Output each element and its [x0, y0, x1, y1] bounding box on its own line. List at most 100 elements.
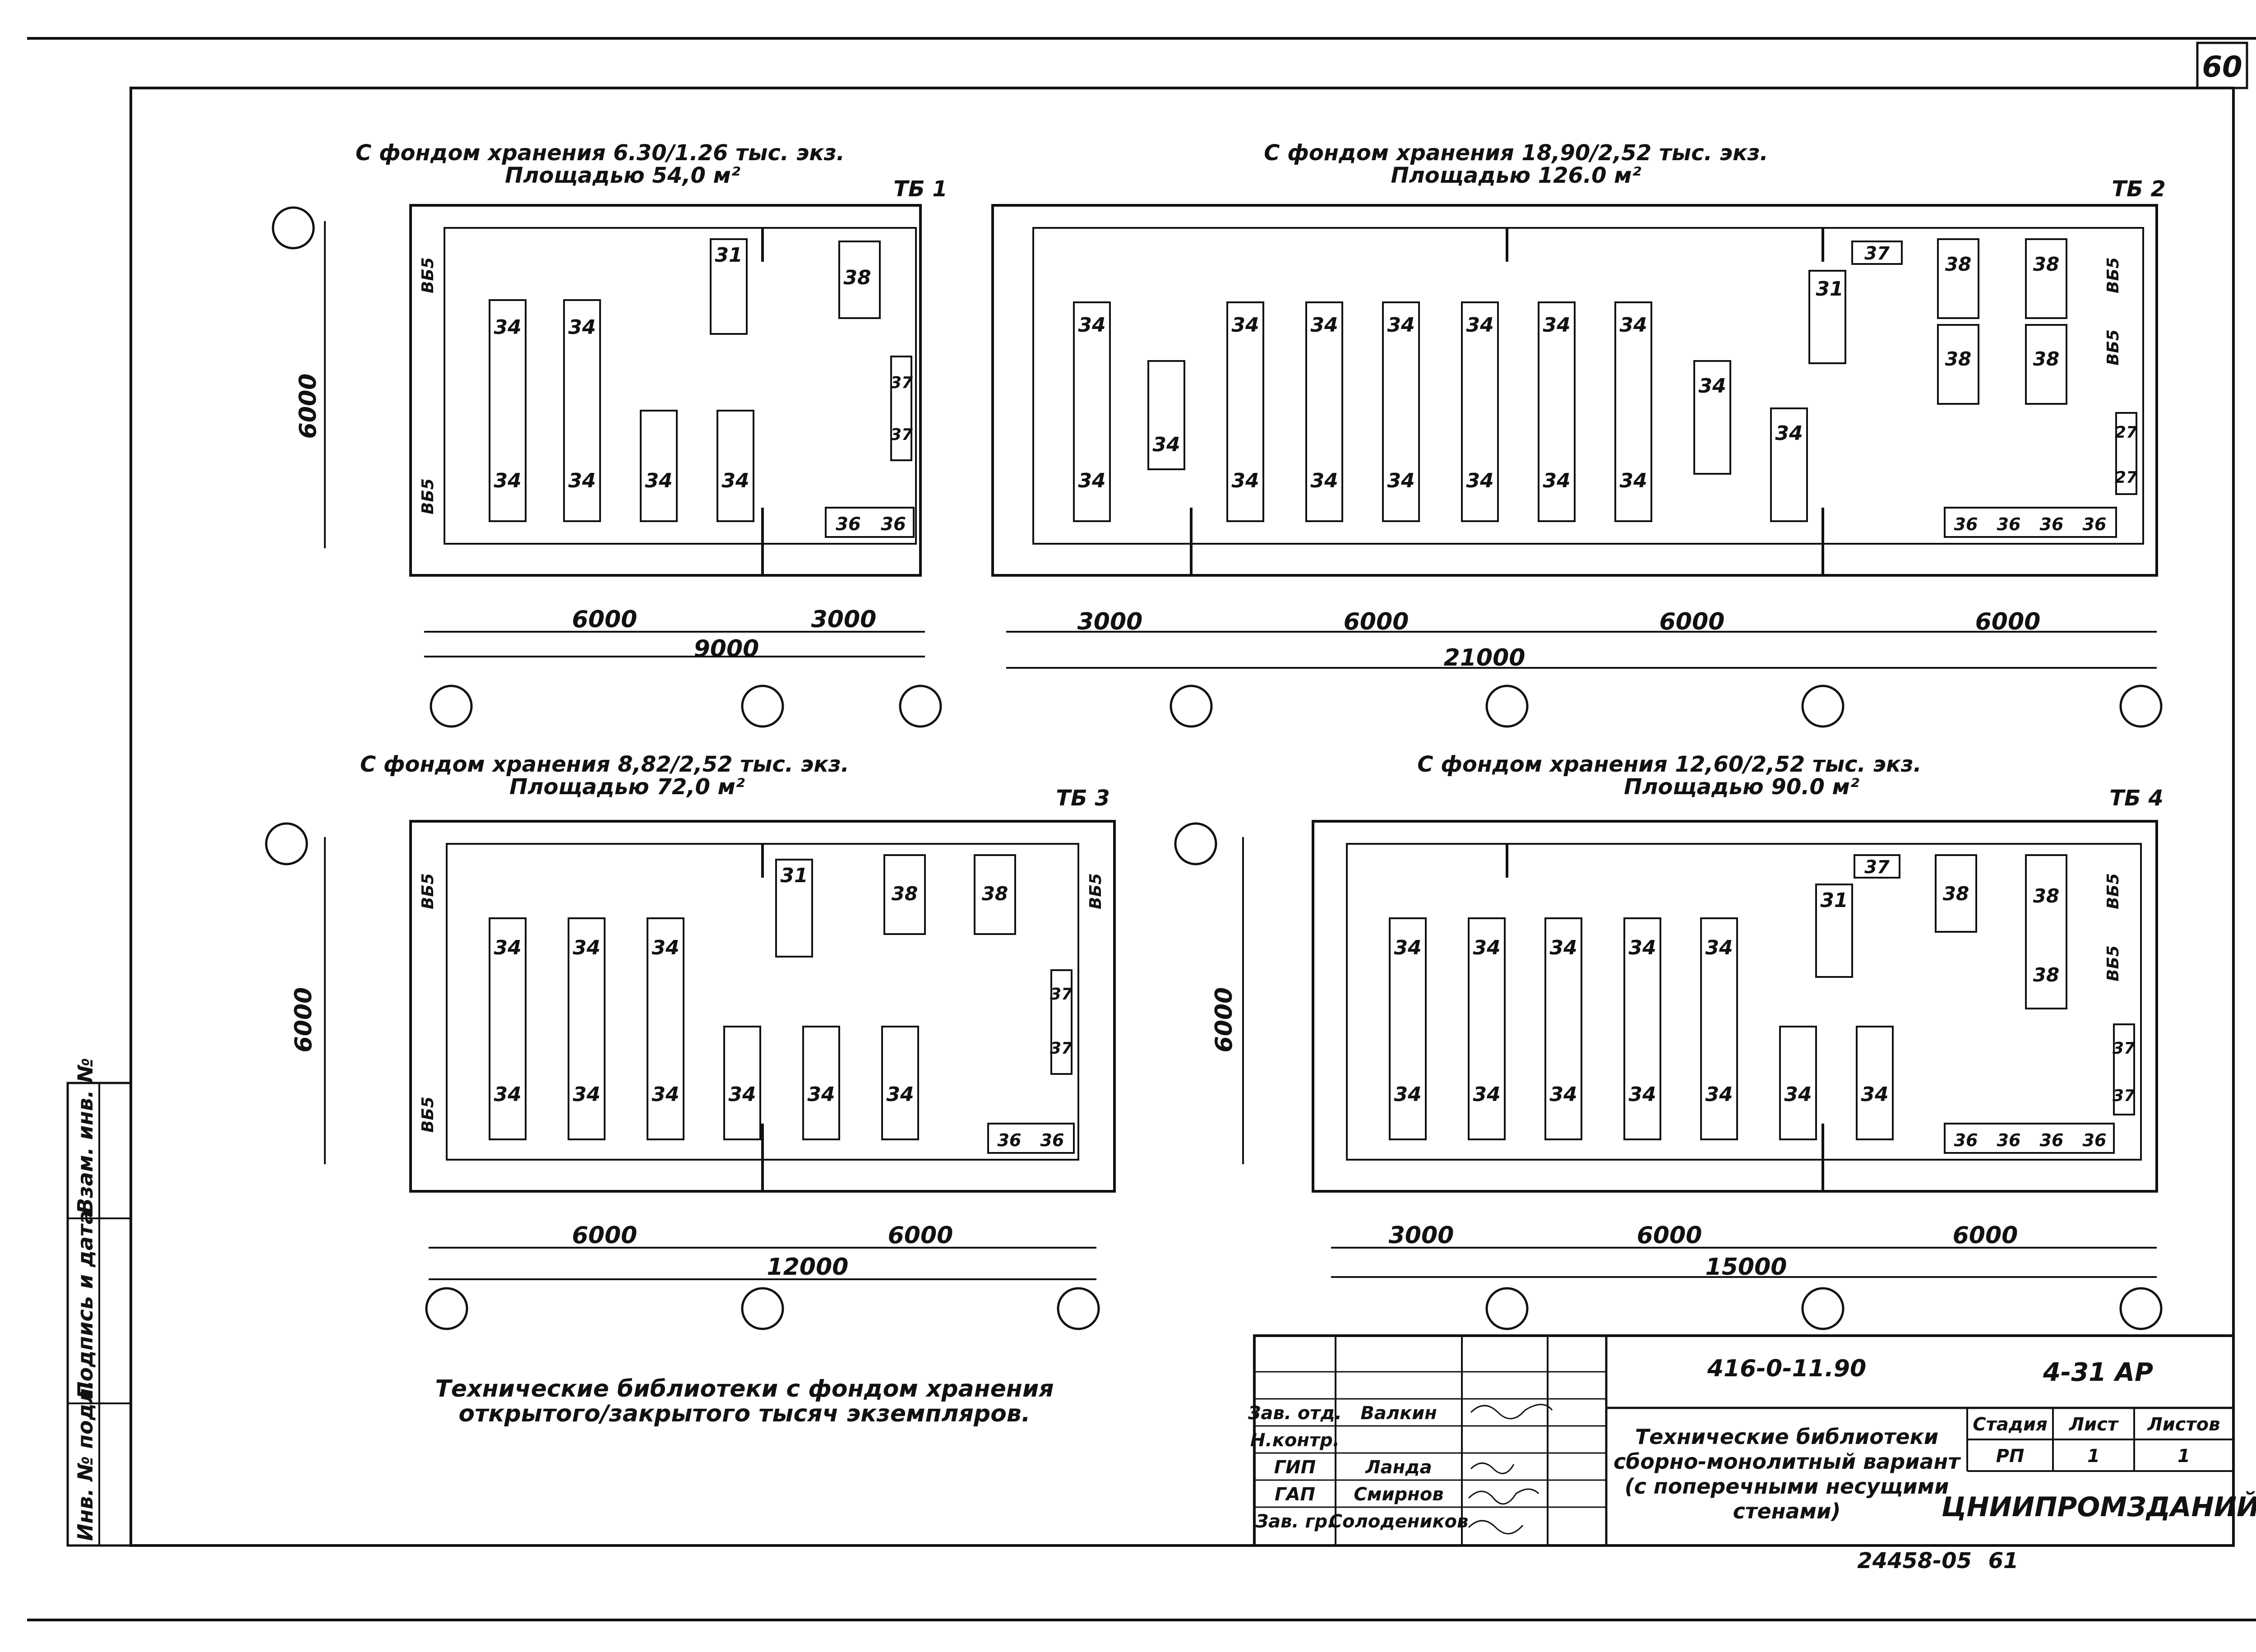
rack-label: 34 [1549, 936, 1577, 959]
plan-title: С фондом хранения 18,90/2,52 тыс. экз. [1264, 140, 1768, 166]
rack-label: 34 [645, 469, 672, 492]
role-label: Зав. отд. [1248, 1403, 1342, 1424]
rack-label: 34 [494, 316, 521, 339]
grid-axis-marker [1801, 1287, 1845, 1330]
sheet-value: 1 [2087, 1446, 2100, 1467]
cabinet-label: 37 [1050, 985, 1073, 1004]
rack-label: 34 [1543, 469, 1570, 492]
rack-label: 34 [886, 1083, 914, 1106]
table-label: 38 [2033, 885, 2059, 907]
rack-group: 34 34 34 34 34 34 [489, 299, 754, 522]
rack-label: 34 [1078, 469, 1105, 492]
rack-label: 34 [1231, 469, 1259, 492]
rack-label: 34 [652, 1083, 679, 1106]
rack-label: 34 [494, 469, 521, 492]
table-label: 38 [982, 883, 1008, 905]
drawing-title: (с поперечными несущими [1625, 1474, 1949, 1499]
rack-label: 34 [1698, 375, 1726, 398]
wall-panel-label: ВБ5 [419, 478, 437, 514]
plan-subtitle: Площадью 90.0 м² [1624, 774, 1859, 800]
span-dimension: 3000 [1077, 608, 1143, 635]
grid-axis-marker [1057, 1287, 1100, 1330]
signer-name: Солодеников [1329, 1511, 1469, 1532]
span-dimension: 3000 [1389, 1222, 1454, 1249]
rack-label: 34 [1705, 936, 1733, 959]
span-dimension: 3000 [811, 606, 877, 633]
sheet-code: 4-31 АР [2043, 1358, 2153, 1387]
counter-label: 36 [1997, 514, 2021, 534]
rack-group: 34 34 34 34 34 34 34 34 34 34 34 34 34 3… [1073, 301, 1808, 522]
rack-label: 34 [1549, 1083, 1577, 1106]
rack-label: 34 [721, 469, 749, 492]
total-dimension: 12000 [767, 1254, 849, 1281]
counter-label: 36 [1040, 1130, 1064, 1150]
rack-label: 34 [1628, 936, 1656, 959]
table-label: 38 [1945, 253, 1971, 275]
counter-label: 36 [2083, 514, 2107, 534]
role-label: ГИП [1274, 1457, 1316, 1478]
drawing-title: сборно-монолитный вариант [1613, 1449, 1961, 1474]
signer-name: Валкин [1360, 1403, 1437, 1424]
title-block: Зав. отд. Н.контр. ГИП ГАП Зав. гр. Валк… [1248, 1334, 2256, 1547]
rack-label: 34 [1784, 1083, 1812, 1106]
side-stamp: Инв. № подл. Подпись и дата Взам. инв. № [66, 1058, 132, 1547]
span-dimension: 6000 [1344, 608, 1409, 635]
counter-label: 36 [1997, 1130, 2021, 1150]
outer-wall [1312, 820, 2158, 1193]
frame [129, 87, 2235, 1547]
wall-panel-label: ВБ5 [419, 257, 437, 293]
plan-tb3: С фондом хранения 8,82/2,52 тыс. экз. Пл… [265, 752, 1116, 1330]
rack-group: 34 34 34 34 34 34 34 34 34 34 34 34 [1389, 917, 1894, 1140]
counter-label: 36 [836, 514, 861, 535]
signer-name: Смирнов [1354, 1484, 1443, 1505]
sheet-caption: Технические библиотеки с фондом хранения [435, 1375, 1054, 1402]
desk-label: 31 [1820, 889, 1848, 912]
stamp-signature-label: Подпись и дата [73, 1210, 97, 1399]
counter-label: 36 [1954, 1130, 1978, 1150]
cabinet-label: 37 [1864, 857, 1890, 878]
cabinet-label: 37 [890, 374, 913, 392]
wall-panel-label: ВБ5 [2104, 257, 2122, 293]
cabinet-label: 37 [2113, 1039, 2135, 1058]
rack-label: 34 [1387, 469, 1415, 492]
grid-axis-marker [2119, 1287, 2163, 1330]
plan-subtitle: Площадью 54,0 м² [505, 163, 740, 188]
table-label: 38 [1943, 883, 1969, 905]
plan-tag: ТБ 2 [2112, 176, 2165, 202]
rack-label: 34 [1310, 469, 1338, 492]
span-dimension: 6000 [1975, 608, 2041, 635]
rack-label: 34 [1705, 1083, 1733, 1106]
page-number-box [2196, 42, 2248, 89]
span-dimension: 6000 [1637, 1222, 1702, 1249]
cabinet-label: 37 [890, 426, 913, 444]
grid-axis-marker [1174, 822, 1217, 865]
rack-label: 34 [1310, 314, 1338, 337]
total-dimension: 21000 [1444, 644, 1526, 671]
rack-label: 34 [1466, 469, 1493, 492]
archive-page: 61 [1988, 1548, 2019, 1573]
cabinet-label: 27 [2115, 423, 2137, 442]
inner-wall [1346, 843, 2142, 1161]
inner-wall [1032, 227, 2144, 545]
rack-label: 34 [1078, 314, 1105, 337]
wall-panel-label: ВБ5 [2104, 329, 2122, 366]
rack-label: 34 [1619, 469, 1647, 492]
rack-label: 34 [728, 1083, 756, 1106]
organization-name: ЦНИИПРОМЗДАНИЙ [1942, 1491, 2256, 1523]
rack-group: 34 34 34 34 34 34 34 34 34 [489, 917, 919, 1140]
outer-wall [409, 204, 922, 577]
cabinet-label: 27 [2115, 468, 2137, 487]
total-dimension: 15000 [1706, 1254, 1787, 1281]
counter-label: 36 [998, 1130, 1022, 1150]
grid-axis-marker [1485, 685, 1529, 728]
counter-label: 36 [2083, 1130, 2107, 1150]
rack-label: 34 [1394, 936, 1421, 959]
height-dimension: 6000 [290, 987, 317, 1053]
plan-subtitle: Площадью 126.0 м² [1391, 163, 1641, 188]
grid-axis-marker [2119, 685, 2163, 728]
table-label: 38 [2033, 253, 2059, 275]
span-dimension: 6000 [888, 1222, 953, 1249]
plan-tag: ТБ 3 [1056, 786, 1110, 811]
rack-label: 34 [1387, 314, 1415, 337]
